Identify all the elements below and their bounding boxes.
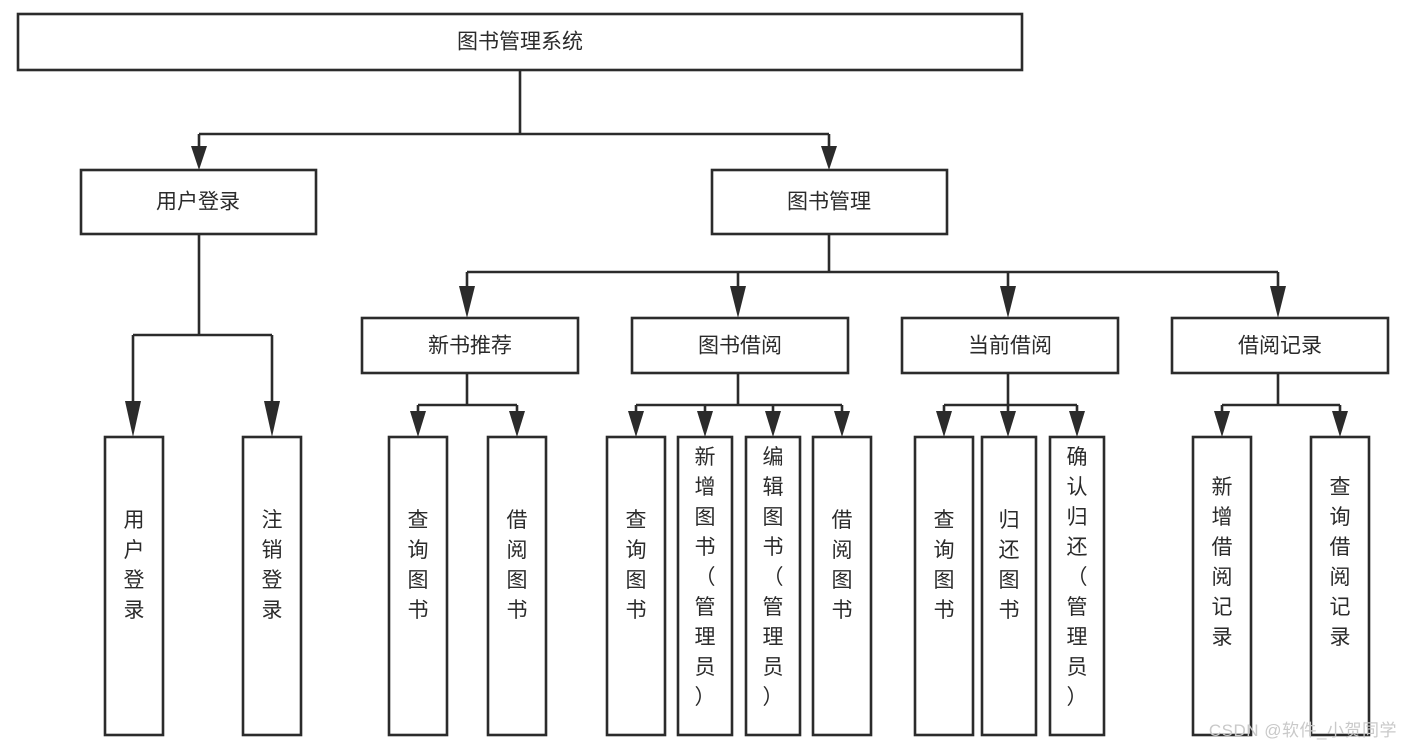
- leaf-query-record-box[interactable]: [1309, 435, 1371, 737]
- leaf-query-book-1-box[interactable]: [387, 435, 449, 737]
- node-leaf-query-book-3[interactable]: 查询图书: [913, 435, 975, 737]
- arrow-head-leaf-query-book-2: [628, 411, 644, 437]
- node-leaf-query-book-2[interactable]: 查询图书: [605, 435, 667, 737]
- current-borrow-label: 当前借阅: [968, 335, 1052, 358]
- book-borrow-box[interactable]: [630, 316, 850, 375]
- borrow-record-box[interactable]: [1170, 316, 1390, 375]
- leaf-add-book-box[interactable]: [676, 435, 734, 737]
- arrow-head-leaf-edit-book: [765, 411, 781, 437]
- new-book-recommend-label: 新书推荐: [428, 335, 512, 358]
- book-borrow-label: 图书借阅: [698, 335, 782, 358]
- node-leaf-borrow-book-2[interactable]: 借阅图书: [811, 435, 873, 737]
- arrow-head-leaf-add-record: [1214, 411, 1230, 437]
- arrow-head-book-borrow: [730, 286, 746, 318]
- node-leaf-add-book[interactable]: 新增图书（管理员）: [676, 435, 734, 737]
- arrow-head-leaf-borrow-book-1: [509, 411, 525, 437]
- arrow-head-book-manage: [821, 146, 837, 170]
- arrow-head-leaf-return-book: [1000, 411, 1016, 437]
- leaf-query-book-1-label: 查询图书: [408, 509, 429, 622]
- arrow-head-leaf-confirm-return: [1069, 411, 1085, 437]
- borrow-record-label: 借阅记录: [1238, 335, 1322, 358]
- arrow-head-leaf-add-book: [697, 411, 713, 437]
- leaf-query-record-label: 查询借阅记录: [1330, 476, 1351, 649]
- leaf-borrow-book-1-box[interactable]: [486, 435, 548, 737]
- leaf-query-book-3-label: 查询图书: [934, 509, 955, 622]
- leaf-add-record-label: 新增借阅记录: [1212, 476, 1233, 649]
- node-leaf-confirm-return[interactable]: 确认归还（管理员）: [1048, 435, 1106, 737]
- arrow-head-current-borrow: [1000, 286, 1016, 318]
- arrow-head-leaf-user-login: [125, 401, 141, 437]
- node-book-borrow[interactable]: 图书借阅: [630, 316, 850, 375]
- book-manage-label: 图书管理: [787, 191, 871, 214]
- user-login-box[interactable]: [79, 168, 318, 236]
- node-leaf-borrow-book-1[interactable]: 借阅图书: [486, 435, 548, 737]
- node-leaf-add-record[interactable]: 新增借阅记录: [1191, 435, 1253, 737]
- node-new-book-recommend[interactable]: 新书推荐: [360, 316, 580, 375]
- arrow-head-leaf-user-logout: [264, 401, 280, 437]
- leaf-query-book-3-box[interactable]: [913, 435, 975, 737]
- leaf-user-login-box[interactable]: [103, 435, 165, 737]
- arrow-head-borrow-record: [1270, 286, 1286, 318]
- node-leaf-query-record[interactable]: 查询借阅记录: [1309, 435, 1371, 737]
- node-borrow-record[interactable]: 借阅记录: [1170, 316, 1390, 375]
- leaf-confirm-return-label: 确认归还（管理员）: [1067, 446, 1088, 709]
- node-leaf-user-login[interactable]: 用户登录: [103, 435, 165, 737]
- leaf-user-login-label: 用户登录: [124, 509, 145, 622]
- leaf-add-record-box[interactable]: [1191, 435, 1253, 737]
- root-label: 图书管理系统: [457, 31, 583, 54]
- leaf-return-book-box[interactable]: [980, 435, 1038, 737]
- arrow-head-leaf-borrow-book-2: [834, 411, 850, 437]
- node-leaf-user-logout[interactable]: 注销登录: [241, 435, 303, 737]
- csdn-watermark: CSDN @软件_小贺同学: [1208, 721, 1397, 740]
- connectors-layer: [125, 70, 1348, 437]
- node-current-borrow[interactable]: 当前借阅: [900, 316, 1120, 375]
- current-borrow-box[interactable]: [900, 316, 1120, 375]
- leaf-user-logout-label: 注销登录: [262, 509, 283, 622]
- leaf-borrow-book-1-label: 借阅图书: [507, 509, 528, 622]
- node-leaf-return-book[interactable]: 归还图书: [980, 435, 1038, 737]
- node-book-manage[interactable]: 图书管理: [710, 168, 949, 236]
- leaf-add-book-label: 新增图书（管理员）: [695, 446, 716, 709]
- leaf-borrow-book-2-label: 借阅图书: [832, 509, 853, 622]
- leaf-query-book-2-label: 查询图书: [626, 509, 647, 622]
- node-leaf-edit-book[interactable]: 编辑图书（管理员）: [744, 435, 802, 737]
- leaf-query-book-2-box[interactable]: [605, 435, 667, 737]
- node-leaf-query-book-1[interactable]: 查询图书: [387, 435, 449, 737]
- new-book-recommend-box[interactable]: [360, 316, 580, 375]
- user-login-label: 用户登录: [156, 191, 240, 214]
- leaf-edit-book-label: 编辑图书（管理员）: [763, 446, 784, 709]
- leaf-confirm-return-box[interactable]: [1048, 435, 1106, 737]
- arrow-head-leaf-query-record: [1332, 411, 1348, 437]
- root-box[interactable]: [16, 12, 1024, 72]
- node-user-login[interactable]: 用户登录: [79, 168, 318, 236]
- arrow-head-user-login: [191, 146, 207, 170]
- book-manage-box[interactable]: [710, 168, 949, 236]
- leaf-user-logout-box[interactable]: [241, 435, 303, 737]
- node-root[interactable]: 图书管理系统: [16, 12, 1024, 72]
- leaf-edit-book-box[interactable]: [744, 435, 802, 737]
- leaf-return-book-label: 归还图书: [999, 509, 1020, 622]
- leaf-borrow-book-2-box[interactable]: [811, 435, 873, 737]
- arrow-head-new-book-recommend: [459, 286, 475, 318]
- arrow-head-leaf-query-book-1: [410, 411, 426, 437]
- arrow-head-leaf-query-book-3: [936, 411, 952, 437]
